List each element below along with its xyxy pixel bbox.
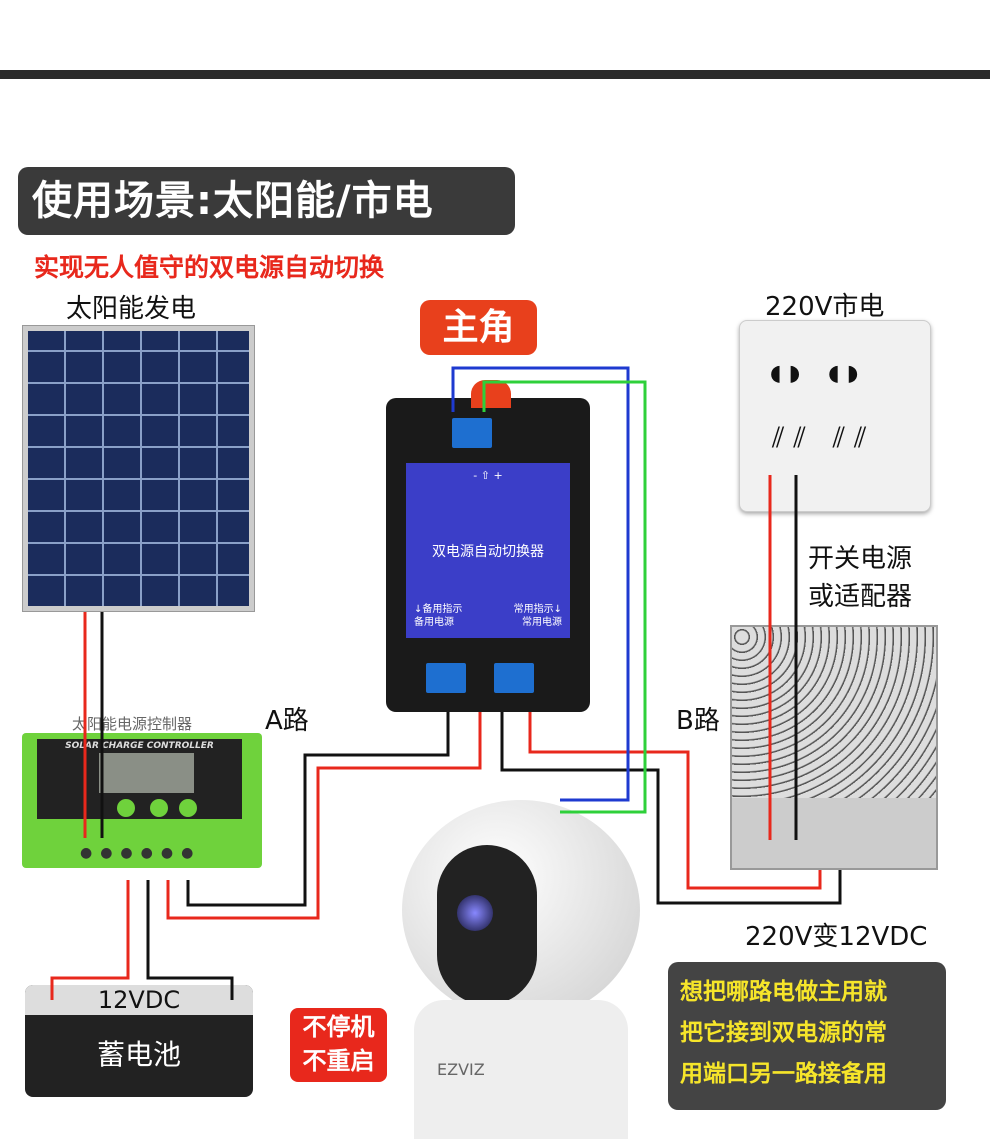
- backup-power-label: 备用电源: [414, 617, 454, 628]
- battery-name: 蓄电池: [96, 1038, 181, 1071]
- battery-wire-positive: [50, 880, 130, 1000]
- no-stop-badge: 不停机 不重启: [290, 1008, 387, 1082]
- note-line: 想把哪路电做主用就: [680, 979, 887, 1005]
- grid-label: 220V市电: [765, 292, 885, 322]
- route-b-label: B路: [676, 706, 720, 736]
- page-title: 使用场景:太阳能/市电: [18, 167, 515, 235]
- no-restart-text: 不重启: [302, 1047, 375, 1075]
- controller-brand: SOLAR CHARGE CONTROLLER: [65, 741, 214, 751]
- main-power-label: 常用电源: [522, 617, 562, 628]
- note-line: 用端口另一路接备用: [680, 1061, 887, 1087]
- route-b-positive: [528, 712, 822, 890]
- wall-outlet: ◖ ◗ ◖ ◗ ⫽ ⫽ ⫽ ⫽: [739, 320, 931, 512]
- role-badge: 主角: [420, 300, 537, 355]
- camera-brand: EZVIZ: [437, 1060, 485, 1079]
- usage-note: 想把哪路电做主用就 把它接到双电源的常 用端口另一路接备用: [668, 962, 946, 1110]
- device-name: 双电源自动切换器: [432, 544, 544, 560]
- adapter-label-2: 或适配器: [808, 582, 913, 612]
- solar-panel: [22, 325, 255, 612]
- output-wire-negative: [482, 380, 647, 814]
- no-stop-text: 不停机: [302, 1013, 375, 1041]
- top-divider: [0, 70, 990, 79]
- ptz-camera: EZVIZ: [402, 800, 640, 1139]
- battery-voltage: 12VDC: [25, 985, 253, 1015]
- battery-wire-negative: [146, 880, 234, 1000]
- backup-indicator-label: ↓备用指示: [414, 604, 463, 615]
- solar-charge-controller: SOLAR CHARGE CONTROLLER ●●●●●●: [22, 733, 262, 868]
- adapter-label-1: 开关电源: [808, 544, 913, 574]
- route-a-positive: [166, 712, 482, 920]
- output-wire-positive: [451, 366, 630, 802]
- battery: 12VDC 蓄电池: [25, 985, 253, 1097]
- solar-label: 太阳能发电: [66, 294, 197, 324]
- route-a-negative: [186, 712, 450, 907]
- out-label: - ⇧ +: [473, 469, 503, 482]
- dual-power-switch: - ⇧ + 双电源自动切换器 ↓备用指示 备用电源 常用指示↓ 常用电源: [386, 380, 590, 712]
- switching-power-supply: [730, 625, 938, 870]
- main-indicator-label: 常用指示↓: [513, 604, 562, 615]
- note-line: 把它接到双电源的常: [680, 1020, 887, 1046]
- psu-label: 220V变12VDC: [745, 922, 928, 952]
- route-a-label: A路: [265, 706, 309, 736]
- subtitle: 实现无人值守的双电源自动切换: [34, 253, 385, 282]
- route-b-negative: [500, 712, 842, 905]
